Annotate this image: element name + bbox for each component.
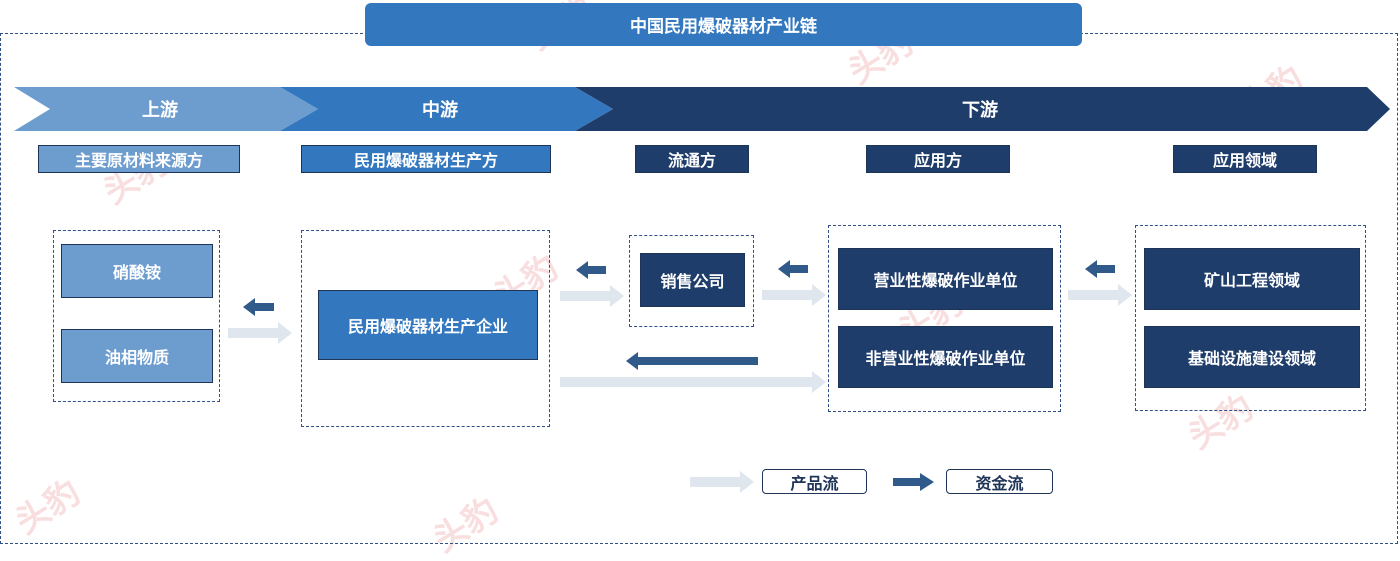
product-arrow [228, 322, 292, 344]
legend-capital-arrow [893, 473, 934, 491]
node-oil-phase: 油相物质 [61, 329, 213, 383]
user-group [828, 225, 1061, 412]
capital-arrow [1085, 260, 1115, 278]
raw-material-group [53, 230, 220, 402]
product-arrow [560, 371, 826, 393]
capital-arrow [576, 261, 606, 279]
midstream-chevron [280, 87, 613, 131]
node-commercial-blasting: 营业性爆破作业单位 [838, 248, 1053, 310]
field-group [1135, 225, 1366, 411]
legend-product-arrow [690, 471, 754, 493]
role-user: 应用方 [866, 145, 1010, 173]
node-sales-company: 销售公司 [640, 253, 745, 307]
upstream-chevron [14, 87, 318, 131]
node-noncommercial-blasting: 非营业性爆破作业单位 [838, 326, 1053, 388]
stage-midstream-label: 中游 [422, 100, 458, 121]
role-raw-source: 主要原材料来源方 [38, 145, 240, 173]
legend-capital-flow: 资金流 [946, 469, 1053, 494]
downstream-chevron [575, 87, 1390, 131]
product-arrow [560, 285, 624, 307]
stage-upstream-label: 上游 [142, 100, 178, 121]
flow-arrows [228, 260, 1132, 493]
node-producer-enterprise: 民用爆破器材生产企业 [318, 290, 538, 360]
node-mining: 矿山工程领域 [1144, 248, 1360, 310]
producer-group [301, 230, 550, 427]
product-arrow [762, 284, 826, 306]
role-field: 应用领域 [1173, 145, 1317, 173]
role-producer: 民用爆破器材生产方 [301, 145, 551, 173]
node-ammonium-nitrate: 硝酸铵 [61, 244, 213, 298]
legend-product-flow: 产品流 [762, 469, 867, 494]
node-infrastructure: 基础设施建设领域 [1144, 326, 1360, 388]
stage-chevrons [14, 87, 1390, 131]
product-arrow [1068, 284, 1132, 306]
distributor-group [629, 235, 754, 327]
page-title: 中国民用爆破器材产业链 [365, 3, 1082, 46]
capital-arrow [243, 298, 274, 316]
role-distributor: 流通方 [635, 145, 749, 173]
capital-arrow [778, 260, 808, 278]
stage-downstream-label: 下游 [962, 100, 998, 121]
capital-arrow [626, 352, 758, 370]
